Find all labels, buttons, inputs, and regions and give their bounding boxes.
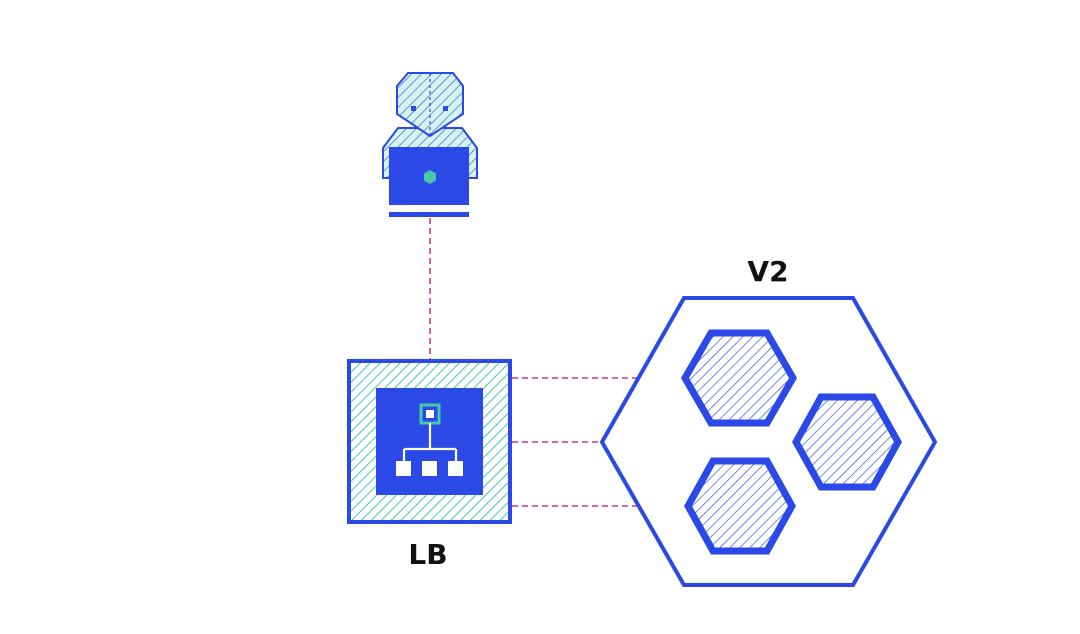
- pod-3-icon: [683, 457, 797, 555]
- pod-1-icon: [680, 329, 798, 427]
- load-balancer-label: LB: [408, 538, 447, 571]
- pod-2-icon: [791, 393, 903, 491]
- load-balancer-icon: [347, 359, 512, 524]
- user-with-laptop-icon: [382, 72, 478, 217]
- cluster-hexagon-icon: [599, 296, 938, 587]
- cluster-label: V2: [747, 255, 788, 288]
